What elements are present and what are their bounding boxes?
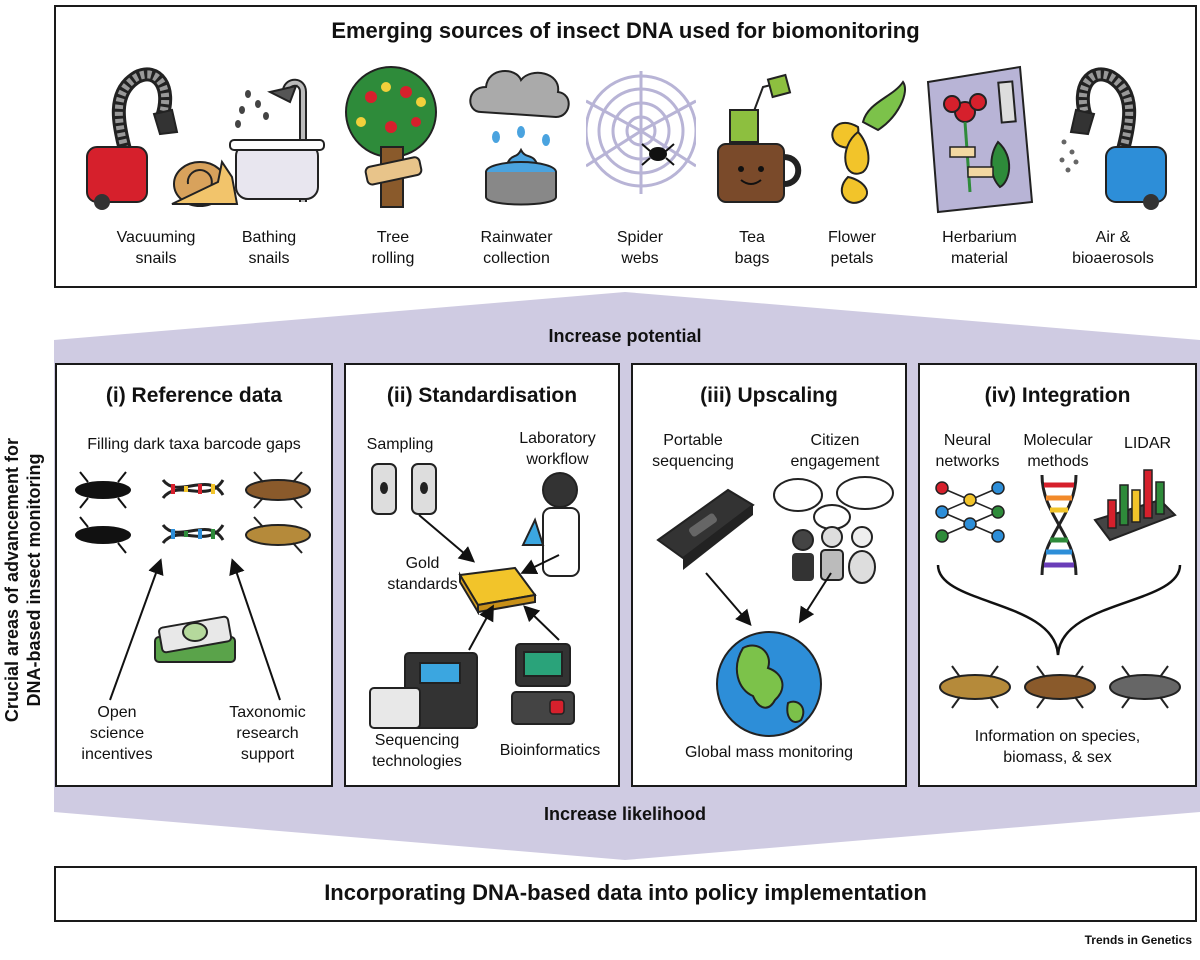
bees-icon xyxy=(939,665,1181,709)
integration-brace xyxy=(936,564,1182,656)
reference-arrows xyxy=(109,558,281,701)
info-species-label: Information on species,biomass, & sex xyxy=(974,728,1141,766)
globe-icon xyxy=(716,631,822,737)
increase-potential-label: Increase potential xyxy=(548,326,702,346)
advancement-band xyxy=(54,292,1200,860)
sampling-label: Sampling xyxy=(366,436,434,453)
policy-title: Incorporating DNA-based data into policy… xyxy=(324,880,927,905)
standardisation-arrows xyxy=(418,514,560,651)
sources-title: Emerging sources of insect DNA used for … xyxy=(331,18,920,43)
global-monitoring-label: Global mass monitoring xyxy=(684,744,854,761)
barcode-gaps-label: Filling dark taxa barcode gaps xyxy=(87,436,301,453)
panel-standardisation-title: (ii) Standardisation xyxy=(386,384,578,407)
rainwater-icon xyxy=(469,70,570,206)
upscaling-arrows xyxy=(705,572,832,627)
money-stack-icon xyxy=(154,615,236,663)
computer-icon xyxy=(511,643,575,725)
tea-bag-icon xyxy=(717,73,802,203)
flower-petals-icon xyxy=(831,80,906,204)
increase-likelihood-label: Increase likelihood xyxy=(543,804,707,824)
spider-web-icon xyxy=(586,71,696,194)
rainbow-dna-icon xyxy=(1040,474,1078,576)
bathtub-snail-icon xyxy=(229,78,325,202)
sample-tubes-icon xyxy=(371,463,437,515)
air-vacuum-icon xyxy=(1059,67,1167,210)
herbarium-icon xyxy=(926,65,1034,214)
lidar-chart-icon xyxy=(1093,469,1177,542)
journal-credit: Trends in Genetics xyxy=(1084,933,1192,947)
panel-upscaling-title: (iii) Upscaling xyxy=(700,384,838,407)
source-label-air: Air &bioaerosols xyxy=(1072,229,1154,267)
panel-integration-title: (iv) Integration xyxy=(984,384,1131,407)
insects-dna-icon xyxy=(75,471,311,554)
tree-rolling-icon xyxy=(345,66,437,208)
neural-network-icon xyxy=(935,481,1005,543)
panel-reference-data xyxy=(55,363,333,787)
sequencer-icon xyxy=(369,652,478,729)
citizens-icon xyxy=(773,476,894,584)
policy-box xyxy=(54,866,1197,922)
panel-integration xyxy=(918,363,1197,787)
vacuum-snail-icon xyxy=(86,67,239,210)
panel-reference-title: (i) Reference data xyxy=(105,384,283,407)
portable-sequencer-icon xyxy=(656,488,755,570)
bioinformatics-label: Bioinformatics xyxy=(499,742,601,759)
lidar-label: LIDAR xyxy=(1123,435,1172,452)
side-label: Crucial areas of advancement for DNA-bas… xyxy=(2,437,44,723)
